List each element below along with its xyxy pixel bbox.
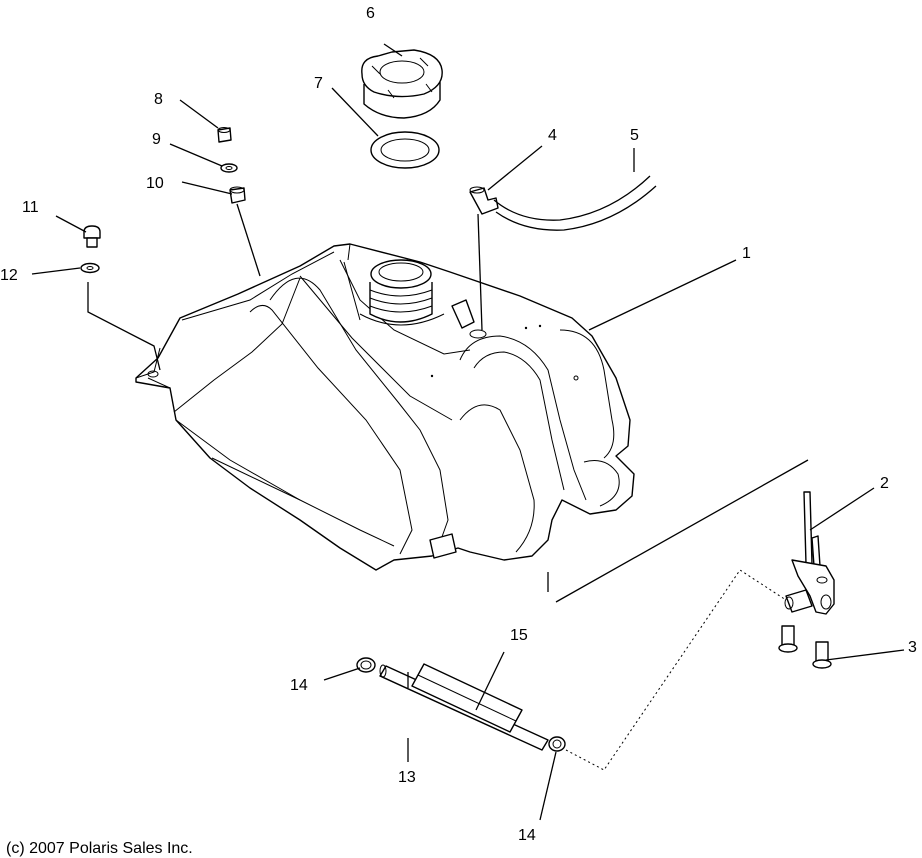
callout-6: 6 <box>366 5 375 22</box>
washer-part-12 <box>80 262 100 274</box>
grommet-part-10 <box>229 186 246 204</box>
callout-1: 1 <box>742 245 751 262</box>
callout-10: 10 <box>146 175 164 192</box>
callout-14-lower: 14 <box>518 827 536 844</box>
vent-fitting-part-4 <box>469 186 499 215</box>
vent-hose-part-5 <box>493 175 657 231</box>
callout-8: 8 <box>154 91 163 108</box>
callout-7: 7 <box>314 75 323 92</box>
callout-15: 15 <box>510 627 528 644</box>
fuel-tank-part-1 <box>135 243 635 571</box>
callout-labels: 1 2 3 4 5 6 7 8 9 10 11 12 13 14 14 15 <box>0 5 917 844</box>
hose-sleeve-part-15 <box>411 663 523 733</box>
washer-part-9 <box>220 163 238 173</box>
callout-12: 12 <box>0 267 18 284</box>
callout-14-upper: 14 <box>290 677 308 694</box>
screw-part-3-left <box>778 625 798 653</box>
callout-5: 5 <box>630 127 639 144</box>
callout-2: 2 <box>880 475 889 492</box>
callout-4: 4 <box>548 127 557 144</box>
fuel-valve-part-2 <box>784 491 835 615</box>
hose-clamp-part-14-lower <box>548 736 566 752</box>
bolt-part-11 <box>83 225 101 248</box>
screw-part-3-right <box>812 641 832 669</box>
screw-part-8 <box>217 127 232 143</box>
fuel-cap-part-6 <box>361 49 443 119</box>
cap-gasket-part-7 <box>370 131 440 169</box>
callout-3: 3 <box>908 639 917 656</box>
copyright-notice: (c) 2007 Polaris Sales Inc. <box>6 840 193 857</box>
callout-13: 13 <box>398 769 416 786</box>
hose-clamp-part-14-upper <box>356 657 376 673</box>
leader-lines <box>31 43 905 821</box>
callout-9: 9 <box>152 131 161 148</box>
callout-11: 11 <box>22 199 39 216</box>
